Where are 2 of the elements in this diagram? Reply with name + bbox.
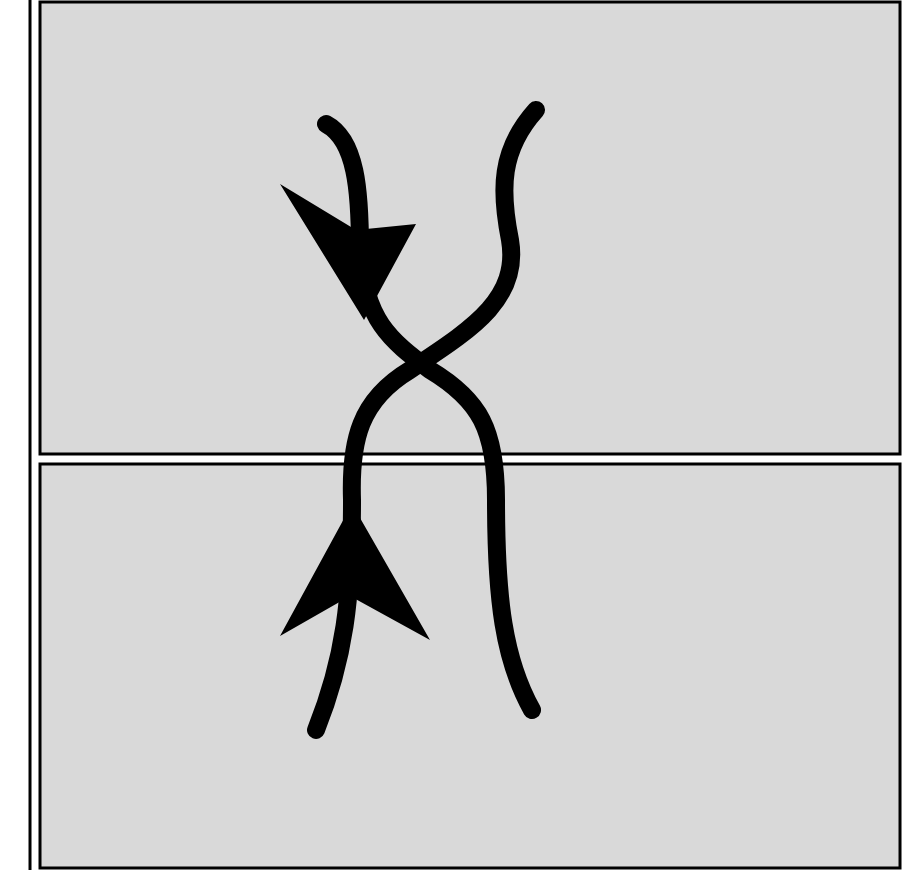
panel bbox=[38, 462, 902, 870]
panel bbox=[38, 0, 902, 456]
